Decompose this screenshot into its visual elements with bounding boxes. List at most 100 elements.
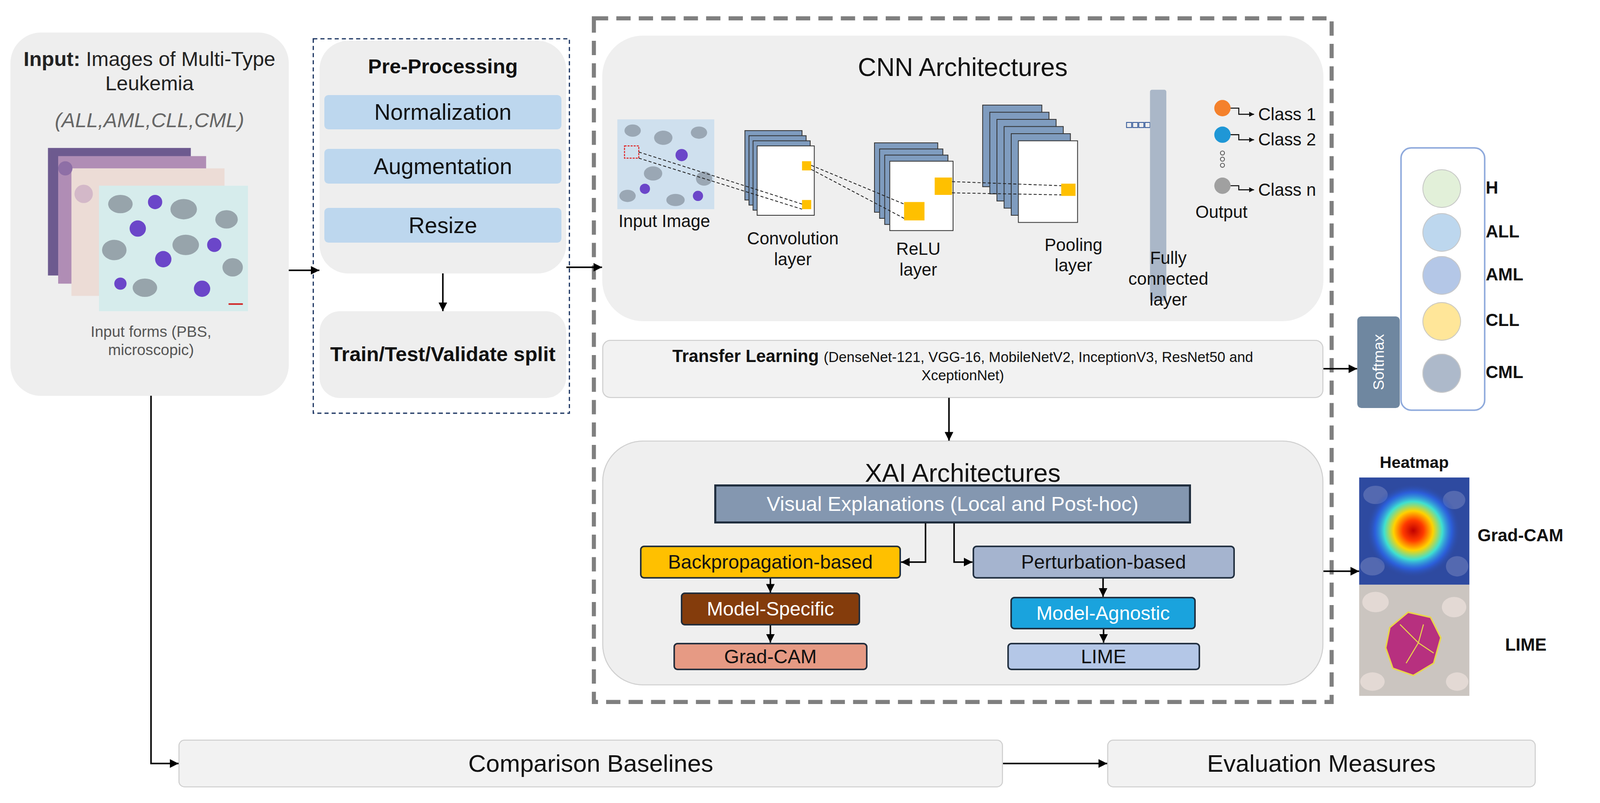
node-text: Pre-Processing xyxy=(368,54,518,78)
class-circle: ALL xyxy=(1422,213,1462,252)
blood-cell xyxy=(666,194,685,207)
text-block: Pre-Processing xyxy=(319,54,567,79)
blood-cell xyxy=(643,166,663,181)
node-text: Heatmap xyxy=(1379,453,1449,472)
method-box: Model-Agnostic xyxy=(1010,597,1197,630)
text-block: Grad-CAM xyxy=(1477,525,1564,547)
layer-label: Class 2 xyxy=(1258,129,1317,151)
text-block: Normalization xyxy=(374,98,512,126)
activation-blob xyxy=(1366,483,1461,578)
blood-cell xyxy=(653,130,673,146)
text-block: Backpropagation-based xyxy=(668,550,874,575)
process-box: Train/Test/Validate split xyxy=(319,311,567,399)
node-text: Transfer Learning xyxy=(672,346,819,366)
leukocyte xyxy=(207,237,222,253)
blood-cell xyxy=(619,189,637,202)
text-block: Comparison Baselines xyxy=(468,748,714,779)
class-circle: CML xyxy=(1422,353,1462,393)
layer-label: Class 1 xyxy=(1258,104,1317,126)
leukocyte xyxy=(129,220,146,238)
method-box: Grad-CAM xyxy=(673,643,868,671)
leukocyte xyxy=(692,191,704,202)
process-box: Evaluation Measures xyxy=(1107,739,1536,788)
leukocyte xyxy=(675,148,688,162)
leukocyte xyxy=(155,250,172,268)
text-block: CML xyxy=(1485,362,1524,383)
flow-arrow xyxy=(1323,368,1358,370)
blood-cell xyxy=(215,210,238,229)
kernel-patch xyxy=(801,200,812,210)
superpixel-border xyxy=(1399,624,1434,664)
method-box: Perturbation-based xyxy=(972,545,1235,579)
node-text: Input forms (PBS, microscopic) xyxy=(90,323,212,359)
node-text: Model-Specific xyxy=(706,598,835,620)
blood-cell xyxy=(222,258,243,277)
layer-label: Pooling layer xyxy=(1032,234,1115,277)
method-box: Backpropagation-based xyxy=(640,545,902,579)
output-arrow xyxy=(1230,108,1254,115)
layer-label: Output xyxy=(1185,201,1258,223)
node-text: Evaluation Measures xyxy=(1207,749,1436,778)
text-block: Visual Explanations (Local and Post-hoc) xyxy=(766,491,1139,517)
flatten-unit xyxy=(1138,122,1145,128)
projection-line xyxy=(811,169,904,219)
node-text: Grad-CAM xyxy=(1477,525,1564,545)
text-block: Input forms (PBS, microscopic) xyxy=(74,322,228,360)
flow-arrow xyxy=(1002,762,1108,765)
leukocyte xyxy=(148,194,163,210)
receptive-field xyxy=(624,145,639,159)
blood-cell xyxy=(1441,597,1467,618)
text-block: LIME xyxy=(1504,634,1547,656)
blood-cell xyxy=(172,234,199,256)
ellipsis-dot xyxy=(1220,151,1225,156)
smear-image xyxy=(617,119,715,210)
blood-cell xyxy=(1360,672,1385,691)
blood-cell xyxy=(1445,672,1469,691)
dashed-frame xyxy=(313,38,570,414)
output-arrow xyxy=(1230,134,1254,140)
process-box: Transfer Learning(DenseNet-121, VGG-16, … xyxy=(602,339,1324,399)
text-block: Heatmap xyxy=(1349,452,1480,473)
blood-cell xyxy=(690,126,708,139)
text-block: Input:Images of Multi-Type Leukemia xyxy=(22,46,277,96)
projection-line xyxy=(952,192,1062,195)
flow-arrow xyxy=(769,578,772,594)
method-box: LIME xyxy=(1007,643,1201,671)
flow-arrow xyxy=(442,273,444,312)
node-text: CNN Architectures xyxy=(857,52,1068,82)
class-circle: H xyxy=(1422,169,1462,208)
leukocyte xyxy=(194,280,211,297)
kernel-patch xyxy=(934,177,953,195)
node-text: AML xyxy=(1485,264,1524,284)
node-text: ALL xyxy=(1485,221,1520,241)
node-text: Backpropagation-based xyxy=(668,551,874,573)
text-block: XAI Architectures xyxy=(602,458,1324,489)
feature-map xyxy=(1018,140,1078,223)
projection-line xyxy=(638,158,802,210)
text-block: H xyxy=(1485,177,1499,199)
output-neuron xyxy=(1214,126,1231,143)
blood-cell xyxy=(58,161,73,176)
flatten-unit xyxy=(1144,122,1151,128)
step-bar: Normalization xyxy=(324,95,561,130)
kernel-patch xyxy=(801,161,812,171)
output-arrow xyxy=(1230,185,1254,190)
node-text: (ALL,AML,CLL,CML) xyxy=(54,108,245,132)
node-text: Augmentation xyxy=(373,153,512,179)
text-block: LIME xyxy=(1081,645,1127,669)
text-block: (ALL,AML,CLL,CML) xyxy=(22,108,277,133)
blood-cell xyxy=(132,278,158,297)
node-text: Comparison Baselines xyxy=(468,749,714,778)
flow-arrow xyxy=(1323,570,1360,573)
blood-cell xyxy=(624,124,641,137)
layer-label: Class n xyxy=(1258,179,1317,201)
text-block: Model-Specific xyxy=(706,597,835,621)
flow-arrow xyxy=(900,523,926,563)
node-text: CML xyxy=(1485,362,1524,382)
flatten-unit xyxy=(1132,122,1139,128)
lime-superpixel xyxy=(1385,612,1441,676)
softmax-box: Softmax xyxy=(1357,316,1401,409)
